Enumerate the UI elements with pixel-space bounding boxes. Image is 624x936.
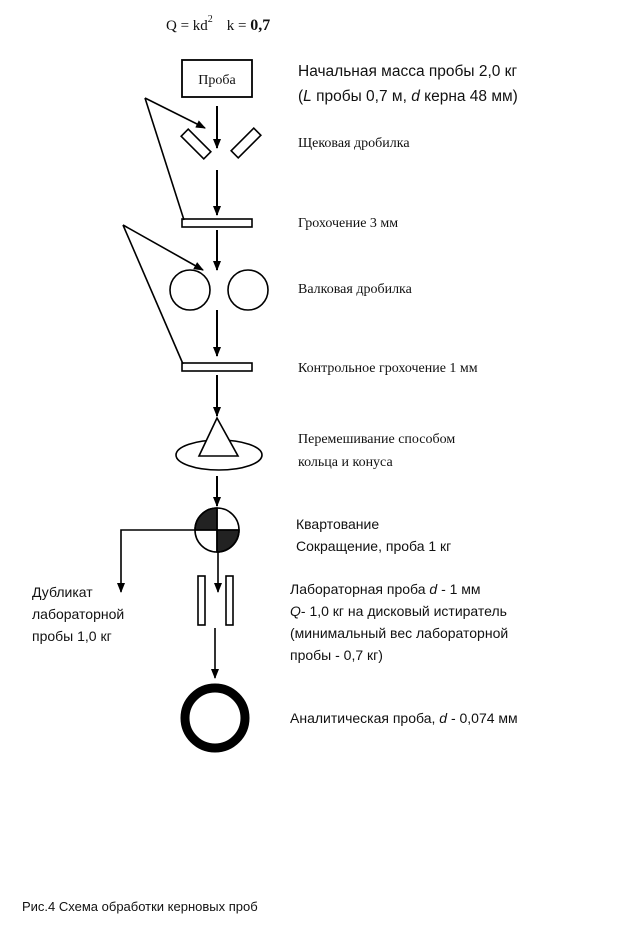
- mixing-label-line2: кольца и конуса: [298, 455, 393, 470]
- lab-sample-line2: Q- 1,0 кг на дисковый истиратель: [290, 603, 507, 619]
- sample-box-label: Проба: [198, 73, 236, 88]
- jaw-crusher-icon: [180, 127, 262, 160]
- roll-crusher-label: Валковая дробилка: [298, 282, 413, 297]
- screening-label: Грохочение 3 мм: [298, 216, 398, 231]
- lab-sample-line4: пробы - 0,7 кг): [290, 647, 383, 663]
- initial-mass-label: Начальная масса пробы 2,0 кг: [298, 63, 517, 80]
- figure-caption: Рис.4 Схема обработки керновых проб: [22, 899, 258, 914]
- disc-grinder-icon: [197, 575, 234, 626]
- mixing-label: Перемешивание способом: [298, 432, 455, 447]
- control-screening-label: Контрольное грохочение 1 мм: [298, 361, 478, 376]
- cone-ring-icon: [175, 416, 263, 471]
- duplicate-arrow: [117, 529, 195, 593]
- quartering-icon: [194, 507, 240, 553]
- analytical-sample-ring-icon: [180, 683, 250, 753]
- return-loop: [122, 224, 204, 365]
- duplicate-label-line3: пробы 1,0 кг: [32, 628, 112, 644]
- duplicate-label: Дубликат: [32, 584, 93, 600]
- quartering-label: Квартование: [296, 516, 379, 532]
- reduction-label: Сокращение, проба 1 кг: [296, 538, 451, 554]
- screen-1mm-icon: [181, 362, 253, 372]
- jaw-crusher-label: Щековая дробилка: [298, 136, 410, 151]
- roll-crusher-icon: [169, 269, 269, 311]
- sample-box: [181, 59, 253, 98]
- initial-params-label: (L пробы 0,7 м, d керна 48 мм): [298, 88, 518, 105]
- analytical-sample-label: Аналитическая проба, d - 0,074 мм: [290, 710, 518, 726]
- duplicate-label-line2: лабораторной: [32, 606, 124, 622]
- lab-sample-line3: (минимальный вес лабораторной: [290, 625, 508, 641]
- lab-sample-line1: Лабораторная проба d - 1 мм: [290, 581, 481, 597]
- return-loop: [144, 97, 206, 221]
- screen-3mm-icon: [181, 218, 253, 228]
